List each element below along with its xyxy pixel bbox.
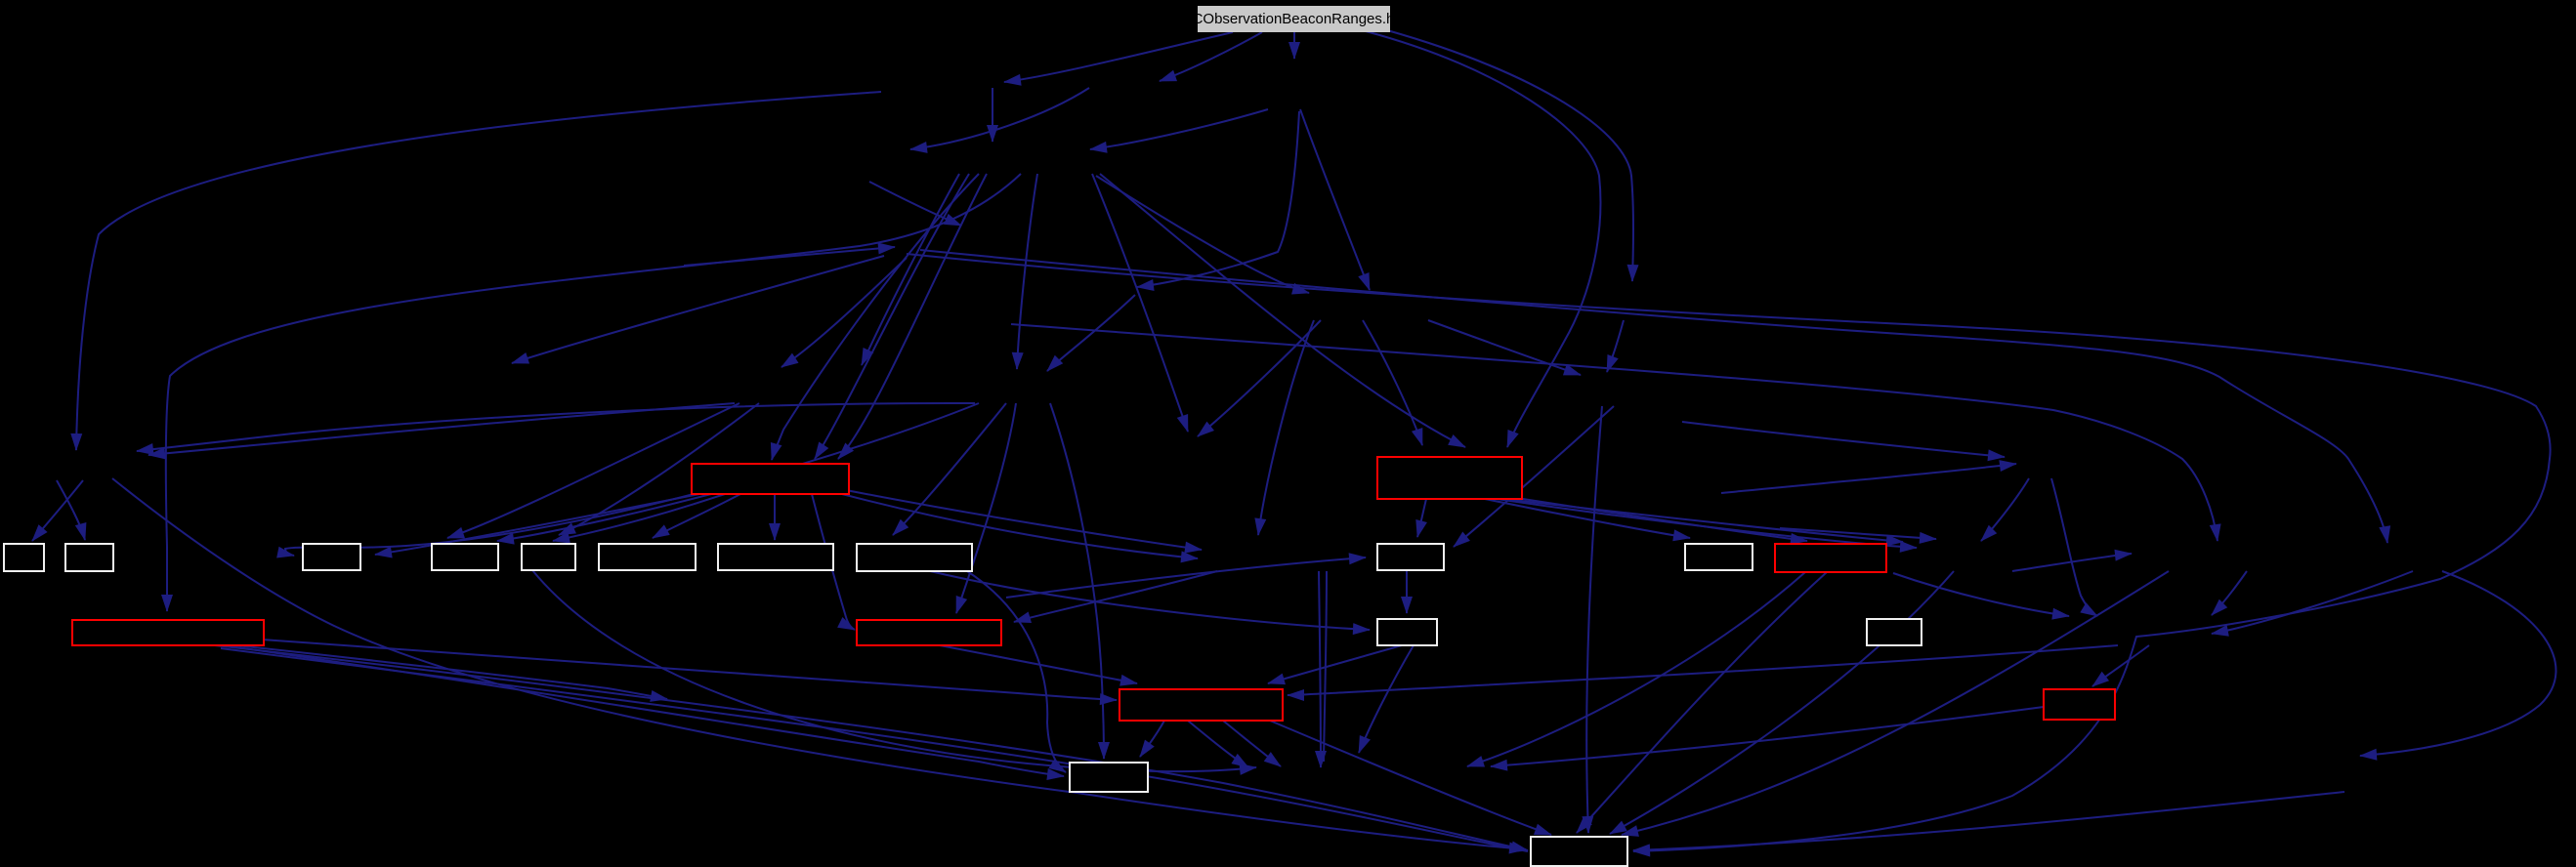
- svg-text:CObservationBeaconRanges.h: CObservationBeaconRanges.h: [1193, 11, 1395, 27]
